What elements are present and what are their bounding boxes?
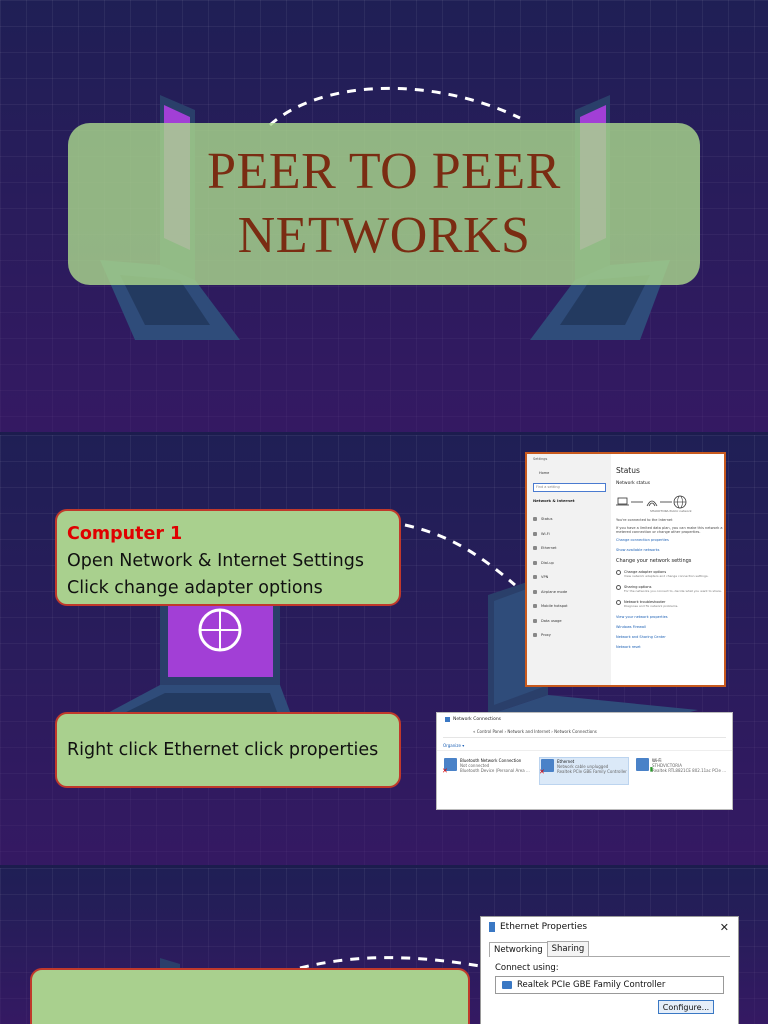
settings-nav: Status Wi-Fi Ethernet Dial-up VPN Airpla…: [533, 512, 568, 643]
bluetooth-network-icon: ✕: [442, 758, 457, 775]
ethernet-instruction: Right click Ethernet click properties: [55, 712, 401, 788]
network-connections-titlebar: Network Connections: [437, 713, 732, 725]
connection-bluetooth[interactable]: ✕ Bluetooth Network Connection Not conne…: [442, 758, 530, 775]
warning-icon: [616, 599, 621, 605]
settings-nav-vpn[interactable]: VPN: [533, 570, 568, 585]
network-connections-screenshot: Network Connections « Control Panel › Ne…: [436, 712, 733, 810]
settings-nav-data-usage[interactable]: Data usage: [533, 614, 568, 629]
connection-ethernet[interactable]: ✕ Ethernet Network cable unplugged Realt…: [539, 757, 629, 785]
adapter-field: Realtek PCIe GBE Family Controller: [495, 976, 724, 994]
tab-networking[interactable]: Networking: [489, 942, 548, 957]
airplane-icon: [533, 589, 537, 594]
ethernet-network-icon: ✕: [539, 759, 554, 776]
network-name: SHAKOTORA Public network: [650, 509, 692, 513]
sharing-icon: [616, 584, 621, 590]
network-sharing-center-link[interactable]: Network and Sharing Center: [616, 634, 666, 639]
settings-nav-wifi[interactable]: Wi-Fi: [533, 527, 568, 542]
slide-title: PEER TO PEER NETWORKS: [0, 0, 768, 432]
connection-list: ✕ Bluetooth Network Connection Not conne…: [442, 757, 726, 785]
ethernet-icon: [533, 546, 537, 551]
settings-nav-dialup[interactable]: Dial-up: [533, 556, 568, 571]
tab-sharing[interactable]: Sharing: [546, 941, 590, 956]
wifi-icon: [533, 531, 537, 536]
slide-ethernet-properties: Ethernet Properties ✕ Networking Sharing…: [0, 868, 768, 1024]
status-title: Status: [616, 466, 640, 475]
network-folder-icon: [445, 716, 450, 722]
instruction-open-settings: Open Network & Internet Settings: [67, 551, 364, 571]
ethernet-properties-titlebar: Ethernet Properties: [481, 917, 738, 937]
computer-instruction-box: [30, 968, 470, 1024]
instruction-ethernet-properties: Right click Ethernet click properties: [67, 740, 379, 760]
network-status-diagram: SHAKOTORA Public network: [616, 494, 724, 514]
vpn-icon: [533, 575, 537, 580]
ethernet-adapter-icon: [489, 922, 495, 932]
windows-firewall-link[interactable]: Windows Firewall: [616, 624, 646, 629]
hotspot-icon: [533, 604, 537, 609]
settings-nav-hotspot[interactable]: Mobile hotspot: [533, 599, 568, 614]
settings-home[interactable]: Home: [539, 471, 550, 475]
settings-main-panel: Status Network status SHAKOTORA Public n…: [616, 466, 724, 655]
networking-tab-body: Connect using: Realtek PCIe GBE Family C…: [481, 957, 738, 1020]
network-connections-title: Network Connections: [453, 716, 502, 722]
data-usage-icon: [533, 618, 537, 623]
ethernet-properties-screenshot: Ethernet Properties ✕ Networking Sharing…: [480, 916, 739, 1024]
settings-nav-proxy[interactable]: Proxy: [533, 628, 568, 643]
computer-1-heading: Computer 1: [67, 524, 183, 544]
settings-window-label: Settings: [533, 457, 548, 461]
adapter-icon: [616, 569, 621, 575]
ethernet-properties-title: Ethernet Properties: [500, 922, 588, 932]
settings-sidebar: Settings Home Find a setting Network & I…: [527, 454, 611, 685]
connect-using-label: Connect using:: [495, 963, 559, 973]
organize-menu[interactable]: Organize ▾: [437, 741, 732, 751]
address-bar[interactable]: « Control Panel › Network and Internet ›…: [443, 728, 726, 738]
change-connection-properties-link[interactable]: Change connection properties: [616, 537, 669, 542]
change-network-settings-header: Change your network settings: [616, 557, 692, 564]
pc-router-globe-icon: [616, 495, 687, 509]
adapter-name: Realtek PCIe GBE Family Controller: [517, 980, 666, 990]
proxy-icon: [533, 633, 537, 638]
network-reset-link[interactable]: Network reset: [616, 644, 641, 649]
title-banner: PEER TO PEER NETWORKS: [68, 123, 700, 285]
settings-section-title: Network & Internet: [533, 498, 575, 503]
dialup-icon: [533, 560, 537, 565]
settings-nav-airplane[interactable]: Airplane mode: [533, 585, 568, 600]
properties-tabs: Networking Sharing: [489, 941, 730, 957]
wifi-network-icon: ▮: [636, 758, 653, 773]
connected-description: If you have a limited data plan, you can…: [616, 525, 723, 535]
computer-1-instructions: Computer 1 Open Network & Internet Setti…: [55, 509, 401, 606]
connected-text: You're connected to the Internet: [616, 518, 673, 522]
status-icon: [533, 517, 537, 522]
network-adapter-icon: [502, 981, 512, 989]
settings-search-input[interactable]: Find a setting: [533, 483, 606, 492]
network-status-subtitle: Network status: [616, 481, 651, 486]
title-line-2: NETWORKS: [237, 207, 531, 264]
configure-button[interactable]: Configure...: [658, 1000, 714, 1014]
connection-wifi[interactable]: ▮ Wi-Fi STHDVICTORIA Realtek RTL8821CE 8…: [635, 757, 726, 785]
network-settings-screenshot: Settings Home Find a setting Network & I…: [525, 452, 726, 687]
instruction-change-adapter: Click change adapter options: [67, 578, 323, 598]
settings-nav-status[interactable]: Status: [533, 512, 568, 527]
title-line-1: PEER TO PEER: [207, 143, 561, 200]
show-available-networks-link[interactable]: Show available networks: [616, 547, 660, 552]
view-network-properties-link[interactable]: View your network properties: [616, 614, 668, 619]
slide-computer-1: Computer 1 Open Network & Internet Setti…: [0, 435, 768, 865]
close-icon[interactable]: ✕: [719, 921, 729, 934]
settings-nav-ethernet[interactable]: Ethernet: [533, 541, 568, 556]
